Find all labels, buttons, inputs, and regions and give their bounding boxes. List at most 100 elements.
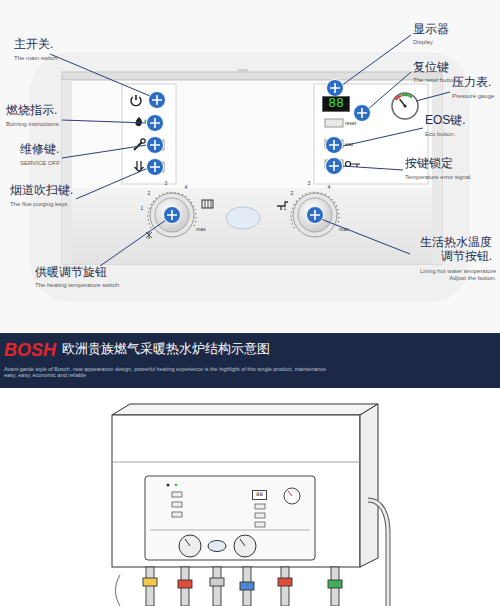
pipe-nut [328, 580, 342, 588]
dial-number: 4 [185, 185, 188, 191]
mini-icon [167, 484, 170, 487]
pipe [281, 567, 289, 606]
mini-button [172, 512, 182, 517]
leader-line [76, 168, 148, 199]
leader-line [341, 35, 411, 86]
title-band: BOSH 欧洲贵族燃气采暖热水炉结构示意图 Avant-garde style of… [0, 333, 500, 388]
display-digits: 88 [323, 97, 349, 111]
center-lamp [226, 207, 260, 229]
boiler-side [360, 404, 378, 567]
pipe-nut [278, 578, 292, 586]
callout-label: 主开关. [14, 38, 53, 52]
side-pipe [368, 500, 388, 606]
pipe-nut [210, 578, 224, 586]
top-background [0, 0, 500, 333]
dial-number: max [339, 227, 348, 233]
callout-label: 供暖调节旋钮 [35, 266, 107, 280]
mini-gauge-needle [288, 491, 292, 496]
pressure-gauge [392, 93, 418, 119]
callout-caption: The heating temperature switch [35, 282, 119, 289]
callout-label: 按键锁定 [405, 157, 453, 171]
panel-marking: reset [345, 121, 356, 127]
leader-line [62, 145, 147, 158]
radiator-icon [205, 200, 211, 208]
mini-lamp [208, 541, 226, 552]
callout-label: 维修键. [20, 143, 59, 157]
radiator-icon [202, 200, 213, 208]
bottom-background [0, 388, 500, 606]
callout-caption: The reset button. [413, 77, 458, 84]
power-icon [131, 97, 141, 106]
panel-shadow [30, 52, 470, 302]
callout-markers [147, 80, 371, 224]
power-icon [135, 95, 137, 100]
pipe [146, 567, 154, 606]
callout-caption: Display [413, 39, 433, 46]
callout-label: 压力表. [452, 76, 491, 90]
leader-line [321, 219, 410, 254]
callout-caption: Eco button. [425, 131, 455, 138]
dial-number: 2 [291, 191, 294, 197]
panel-body [62, 80, 442, 264]
pipe-nut [178, 580, 192, 588]
callout-caption: Pressure gauge [452, 93, 494, 100]
marker-plus [150, 83, 367, 220]
flame-icon [135, 117, 142, 126]
pipe-nut [143, 578, 157, 586]
leader-lines [50, 35, 450, 266]
callout-caption: The flue purging keys. [10, 201, 69, 208]
panel-side [62, 80, 72, 264]
mini-button [172, 502, 182, 507]
subtitle-text: Avant-garde style of Bosch, new appearan… [4, 366, 339, 379]
brand-name: BOSH [4, 340, 56, 361]
key-icon [346, 162, 351, 167]
panel-rim [62, 72, 442, 80]
leader-line [416, 92, 450, 101]
leader-line [100, 220, 166, 266]
dial-number: 3 [165, 181, 168, 187]
mini-button [255, 513, 265, 518]
display-screen: 88 [322, 96, 350, 112]
mini-knob-pointer [185, 539, 245, 546]
gauge-pivot [404, 105, 407, 108]
callout-caption: SERVICE OFF [20, 160, 60, 167]
panel-lower [72, 188, 432, 264]
gauge-scale [402, 95, 413, 98]
title-text: 欧洲贵族燃气采暖热水炉结构示意图 [62, 342, 270, 357]
dial-number: 1 [284, 206, 287, 212]
boiler-seam [112, 462, 360, 463]
display-digits: 88 [253, 491, 266, 499]
callout-caption: The main switch [14, 55, 57, 62]
callout-label: EOS键. [425, 114, 466, 128]
callout-label: 生活热水温度 调节按钮. [412, 236, 492, 264]
boiler-front [112, 415, 360, 567]
mini-panel-seam [150, 530, 310, 531]
display-screen: 88 [252, 490, 267, 500]
flue-icon [135, 161, 144, 172]
dial-number: 3 [308, 181, 311, 187]
callout-label: 复位键 [413, 61, 449, 75]
callout-label: 烟道吹扫键. [10, 184, 73, 198]
leader-line [342, 166, 403, 170]
pipes [143, 567, 342, 606]
panel-notch [238, 69, 248, 73]
dial-number: max [196, 227, 205, 233]
mini-button [172, 492, 182, 497]
boiler-top [112, 404, 378, 415]
mini-led [175, 484, 178, 487]
callout-label: 燃烧指示. [6, 104, 57, 118]
callout-caption: Temperature error signal. [405, 174, 472, 181]
dial-number: 4 [328, 185, 331, 191]
pipe [213, 567, 221, 606]
callout-label: 显示器 [413, 23, 449, 37]
button-plate [122, 84, 176, 184]
mini-panel [145, 476, 315, 560]
leader-line [50, 54, 150, 96]
side-line [116, 575, 121, 606]
mini-gauge [284, 488, 300, 504]
side-pipe [368, 500, 388, 606]
mini-button [255, 504, 265, 509]
leader-line [343, 128, 423, 146]
